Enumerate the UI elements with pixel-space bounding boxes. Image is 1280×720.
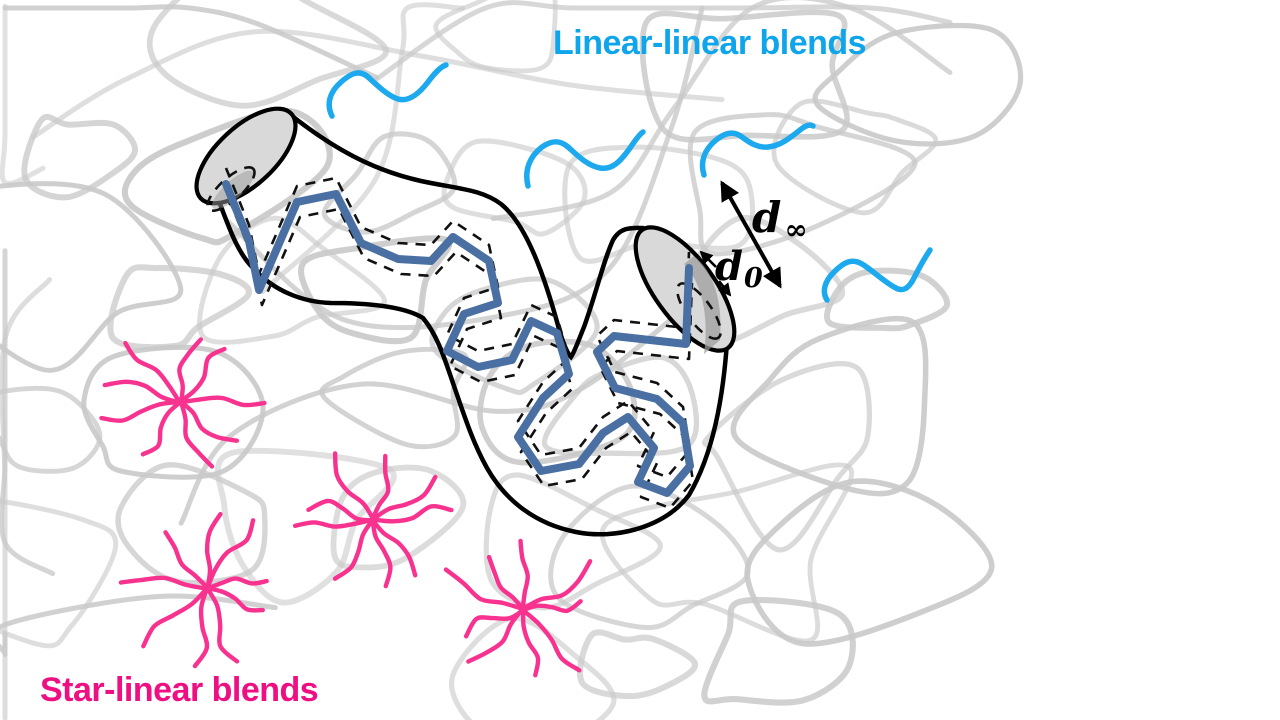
gray-matrix-loop	[146, 0, 389, 109]
star-polymer	[99, 337, 267, 469]
star-arm	[520, 559, 593, 612]
tube-cap-left	[194, 106, 298, 206]
gray-matrix-loop	[441, 138, 588, 237]
thin-tube-cap-left	[206, 166, 256, 212]
linear-chain	[699, 122, 816, 178]
d-zero-annotation: d0	[699, 243, 763, 297]
linear-chain	[821, 247, 933, 303]
d-zero-arrow-upper	[699, 250, 717, 268]
linear-chain	[326, 62, 449, 119]
gray-matrix-loop	[548, 483, 751, 630]
star-arm	[520, 607, 541, 678]
d-zero-arrow-lower	[717, 280, 732, 297]
star-polymer	[443, 538, 593, 678]
gray-matrix-strand	[2, 4, 379, 80]
gray-matrix-strand	[260, 2, 466, 295]
gray-matrix-loop	[298, 235, 453, 345]
star-arm	[118, 575, 210, 591]
gray-matrix-loop	[81, 344, 266, 480]
gray-matrix-loop	[701, 361, 872, 553]
d-infinity-label: d∞	[752, 193, 808, 246]
star-arm	[204, 576, 269, 591]
d-infinity-annotation: d∞	[720, 180, 808, 289]
star-arm	[292, 517, 376, 529]
gray-matrix-loop	[319, 346, 469, 450]
linear-linear-blends-label: Linear-linear blends	[553, 24, 867, 62]
gray-matrix-loop	[701, 597, 856, 706]
star-arm	[177, 337, 203, 405]
gray-matrix-loop	[687, 112, 918, 257]
star-arm	[140, 399, 183, 457]
star-arm	[102, 379, 182, 405]
gray-matrix-loop	[197, 215, 388, 345]
gray-matrix-loop	[448, 615, 617, 720]
star-arm	[141, 585, 210, 649]
tube-outline-top	[284, 109, 646, 361]
gray-matrix-loop	[771, 98, 939, 216]
star-arm	[178, 399, 240, 443]
d-zero-label: d0	[715, 243, 763, 294]
gray-matrix-loop	[541, 354, 700, 457]
star-arm	[370, 503, 454, 524]
gray-matrix-strand	[30, 28, 725, 140]
star-arm	[369, 453, 391, 522]
d-infinity-arrow	[720, 180, 782, 289]
star-arm	[518, 538, 530, 613]
star-arm	[463, 608, 526, 639]
gray-matrix-strand	[0, 593, 278, 657]
star-arm	[520, 607, 582, 673]
tube-cap-left-shadow	[212, 170, 254, 210]
star-polymer	[292, 451, 454, 589]
gray-matrix-loop	[744, 478, 995, 647]
gray-matrix-strand	[371, 0, 953, 84]
star-arm	[204, 511, 223, 591]
star-arm	[205, 518, 256, 591]
gray-matrix-loop	[0, 498, 119, 649]
star-arm	[332, 517, 375, 581]
star-linear-blends-label: Star-linear blends	[40, 671, 319, 709]
star-arm	[204, 585, 240, 664]
gray-matrix-loop	[483, 472, 663, 611]
gray-matrix-loop	[21, 113, 139, 201]
tube-cap-right-shadow	[684, 256, 721, 354]
reptation-tube	[194, 106, 737, 537]
probe-chain	[222, 180, 694, 497]
gray-matrix-loop	[0, 181, 184, 373]
star-arm	[177, 395, 267, 408]
gray-matrix-loop	[0, 385, 103, 474]
star-arm	[520, 599, 583, 614]
gray-matrix-loop	[115, 462, 268, 586]
star-polymers	[99, 337, 593, 678]
star-arm	[204, 585, 265, 613]
star-arm	[332, 451, 376, 522]
star-arm	[466, 607, 525, 664]
star-arm	[163, 530, 210, 590]
star-arm	[177, 346, 227, 404]
star-arm	[370, 518, 418, 578]
gray-matrix-strand	[490, 0, 953, 222]
star-arm	[370, 517, 393, 589]
star-polymer	[118, 511, 269, 669]
tube-outline-bottom	[217, 201, 730, 537]
star-arm	[178, 399, 215, 469]
gray-matrix-loop	[576, 629, 698, 700]
gray-matrix-strand	[0, 3, 46, 187]
star-arm	[192, 585, 210, 669]
star-arm	[99, 399, 183, 423]
gray-matrix-loop	[600, 462, 854, 644]
gray-matrix-loop	[639, 9, 850, 143]
star-arm	[370, 474, 438, 522]
linear-chain	[524, 129, 646, 189]
gray-matrix-strand	[224, 5, 705, 331]
star-arm	[486, 554, 526, 612]
gray-matrix-loop	[330, 464, 467, 571]
star-arm	[123, 341, 182, 405]
gray-matrix-loop	[812, 22, 1024, 147]
star-arm	[306, 498, 376, 523]
linear-probe-chains	[326, 62, 933, 303]
star-arm	[443, 567, 526, 612]
gray-matrix-strand	[0, 277, 52, 720]
